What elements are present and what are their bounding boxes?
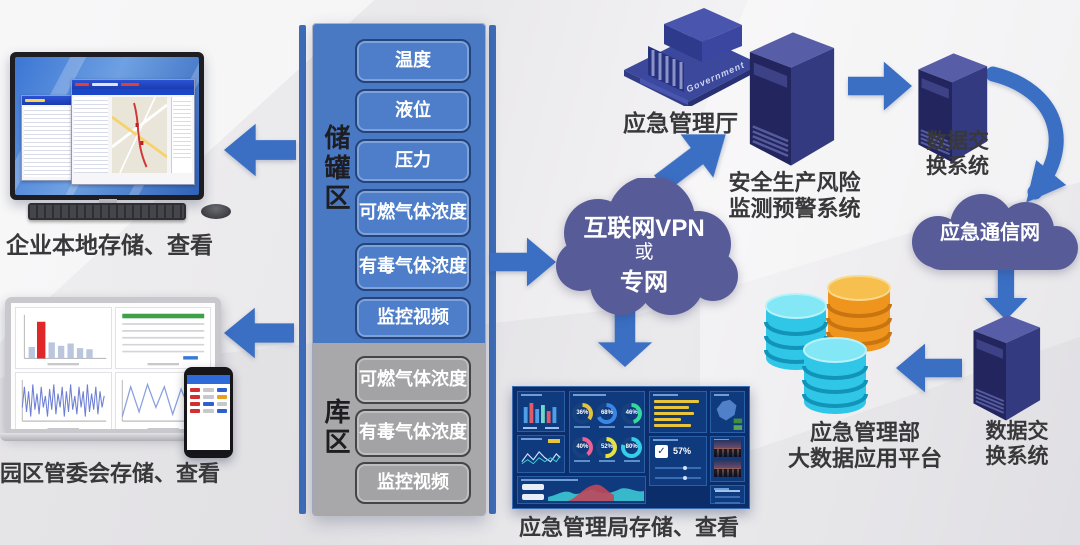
warehouse-zone: 库区 可燃气体浓度 有毒气体浓度 监控视频 <box>313 343 485 515</box>
government-building: Government <box>622 6 762 108</box>
government-label: 应急管理厅 <box>623 110 738 136</box>
arrow-panel-to-vpn-cloud <box>490 237 556 287</box>
dashboard: 36%68%46% 40%52%80% 57% <box>512 386 750 509</box>
arrow-vpn-cloud-to-dashboard <box>597 311 653 367</box>
sensor-box-toxic-gas: 有毒气体浓度 <box>355 409 471 457</box>
data-exchange-bottom-line2: 换系统 <box>985 444 1049 468</box>
vpn-cloud-line2: 或 <box>634 242 654 263</box>
data-exchange-top-label: 数据交 换系统 <box>905 130 1010 180</box>
donut-chart: 80% <box>621 436 643 462</box>
dash-hbar-panel <box>649 391 707 433</box>
bigdata-platform-label: 应急管理部 大数据应用平台 <box>770 420 960 471</box>
arrow-panel-to-laptop <box>224 307 294 359</box>
risk-system-label-line2: 监测预警系统 <box>728 195 861 221</box>
sensor-box-video: 监控视频 <box>355 297 471 339</box>
server-icon <box>749 32 835 166</box>
dash-list-panel <box>710 485 745 504</box>
server-icon <box>918 53 988 163</box>
cloud-icon <box>556 178 738 315</box>
dash-photos-panel <box>710 436 745 482</box>
arrow-vpn-cloud-to-risk-system <box>654 134 726 192</box>
laptop-base <box>0 433 227 441</box>
dash-area-panel <box>517 476 646 504</box>
government-building-icon <box>624 8 760 108</box>
sensor-box-pressure: 压力 <box>355 139 471 183</box>
dashboard-caption: 应急管理局存储、查看 <box>518 515 739 540</box>
phone-app-header <box>187 375 230 384</box>
map-view <box>112 97 167 173</box>
tank-zone-items: 温度 液位 压力 可燃气体浓度 有毒气体浓度 监控视频 <box>355 39 471 339</box>
data-exchange-server-top <box>912 50 992 164</box>
sensor-box-video: 监控视频 <box>355 462 471 504</box>
risk-system-server <box>742 28 840 168</box>
tank-zone-label: 储罐区 <box>321 124 351 214</box>
sensor-box-flammable-gas: 可燃气体浓度 <box>355 189 471 237</box>
smartphone <box>184 367 233 458</box>
data-exchange-server-bottom <box>966 312 1046 422</box>
vpn-cloud-line1: 互联网VPN <box>583 215 705 242</box>
donut-grid: 36%68%46% 40%52%80% <box>570 392 644 466</box>
dash-gauge-panel: 57% <box>649 436 707 486</box>
risk-system-label-line1: 安全生产风险 <box>728 170 861 195</box>
slider <box>655 466 701 470</box>
comm-cloud: 应急通信网 <box>898 192 1080 280</box>
dash-map-panel <box>710 391 745 433</box>
desktop-screen <box>15 57 199 195</box>
warehouse-zone-items: 可燃气体浓度 有毒气体浓度 监控视频 <box>355 356 471 504</box>
phone-screen <box>187 375 230 450</box>
app-window-main <box>71 79 195 185</box>
vpn-cloud: 互联网VPN 或 专网 <box>543 178 745 318</box>
arrow-panel-to-desktop <box>224 123 296 177</box>
dash-bar-panel <box>517 391 565 432</box>
donut-chart: 52% <box>596 436 618 462</box>
gauge-value: 57% <box>673 446 692 456</box>
donut-chart: 68% <box>596 402 618 428</box>
donut-chart: 40% <box>571 436 593 462</box>
bar-chart-panel <box>15 307 112 369</box>
risk-system-label: 安全生产风险 监测预警系统 <box>712 170 877 221</box>
desktop-caption: 企业本地存储、查看 <box>6 232 213 258</box>
mouse <box>201 204 231 219</box>
city-photo <box>714 440 741 457</box>
data-exchange-top-line1: 数据交 <box>926 130 989 153</box>
laptop-screen <box>11 303 215 429</box>
tank-zone: 储罐区 温度 液位 压力 可燃气体浓度 有毒气体浓度 监控视频 <box>313 24 485 343</box>
bigdata-platform-line2: 大数据应用平台 <box>787 445 942 471</box>
cloud-icon <box>912 194 1078 270</box>
donut-chart: 46% <box>621 402 643 428</box>
panel-left-stripe <box>299 25 306 514</box>
arrow-exchange-to-bigdata <box>896 343 962 393</box>
city-photo <box>714 460 741 477</box>
slider <box>655 476 701 480</box>
arrow-exchange-to-comm-cloud-curved <box>985 66 1067 203</box>
server-icon <box>973 315 1041 421</box>
desktop-monitor <box>10 52 204 200</box>
laptop-caption: 园区管委会存储、查看 <box>0 461 221 486</box>
data-exchange-top-line2: 换系统 <box>926 154 989 178</box>
vpn-cloud-line3: 专网 <box>620 269 668 296</box>
bigdata-platform-line1: 应急管理部 <box>809 420 920 445</box>
table-panel <box>114 307 211 369</box>
data-exchange-bottom-line1: 数据交 <box>985 420 1049 443</box>
sensor-box-liquid-level: 液位 <box>355 89 471 133</box>
warehouse-zone-label: 库区 <box>321 398 351 458</box>
sensor-panel: 储罐区 温度 液位 压力 可燃气体浓度 有毒气体浓度 监控视频 库区 可燃气体浓… <box>312 23 486 516</box>
comm-cloud-label: 应急通信网 <box>940 222 1040 244</box>
arrow-comm-cloud-to-exchange <box>984 270 1028 320</box>
dash-line-panel <box>517 435 565 473</box>
phone-app-grid <box>190 388 227 413</box>
sensor-box-temperature: 温度 <box>355 39 471 83</box>
data-exchange-bottom-label: 数据交 换系统 <box>972 420 1062 470</box>
arrow-risk-system-to-exchange <box>848 61 912 111</box>
dash-donut-panel: 36%68%46% 40%52%80% <box>569 391 645 473</box>
database-icons <box>764 275 892 414</box>
donut-chart: 36% <box>571 402 593 428</box>
sensor-box-toxic-gas: 有毒气体浓度 <box>355 243 471 291</box>
line-chart-panel-dense <box>15 371 112 429</box>
sensor-box-flammable-gas: 可燃气体浓度 <box>355 356 471 404</box>
check-icon <box>655 445 668 458</box>
bigdata-databases <box>762 266 907 418</box>
keyboard <box>28 203 186 220</box>
